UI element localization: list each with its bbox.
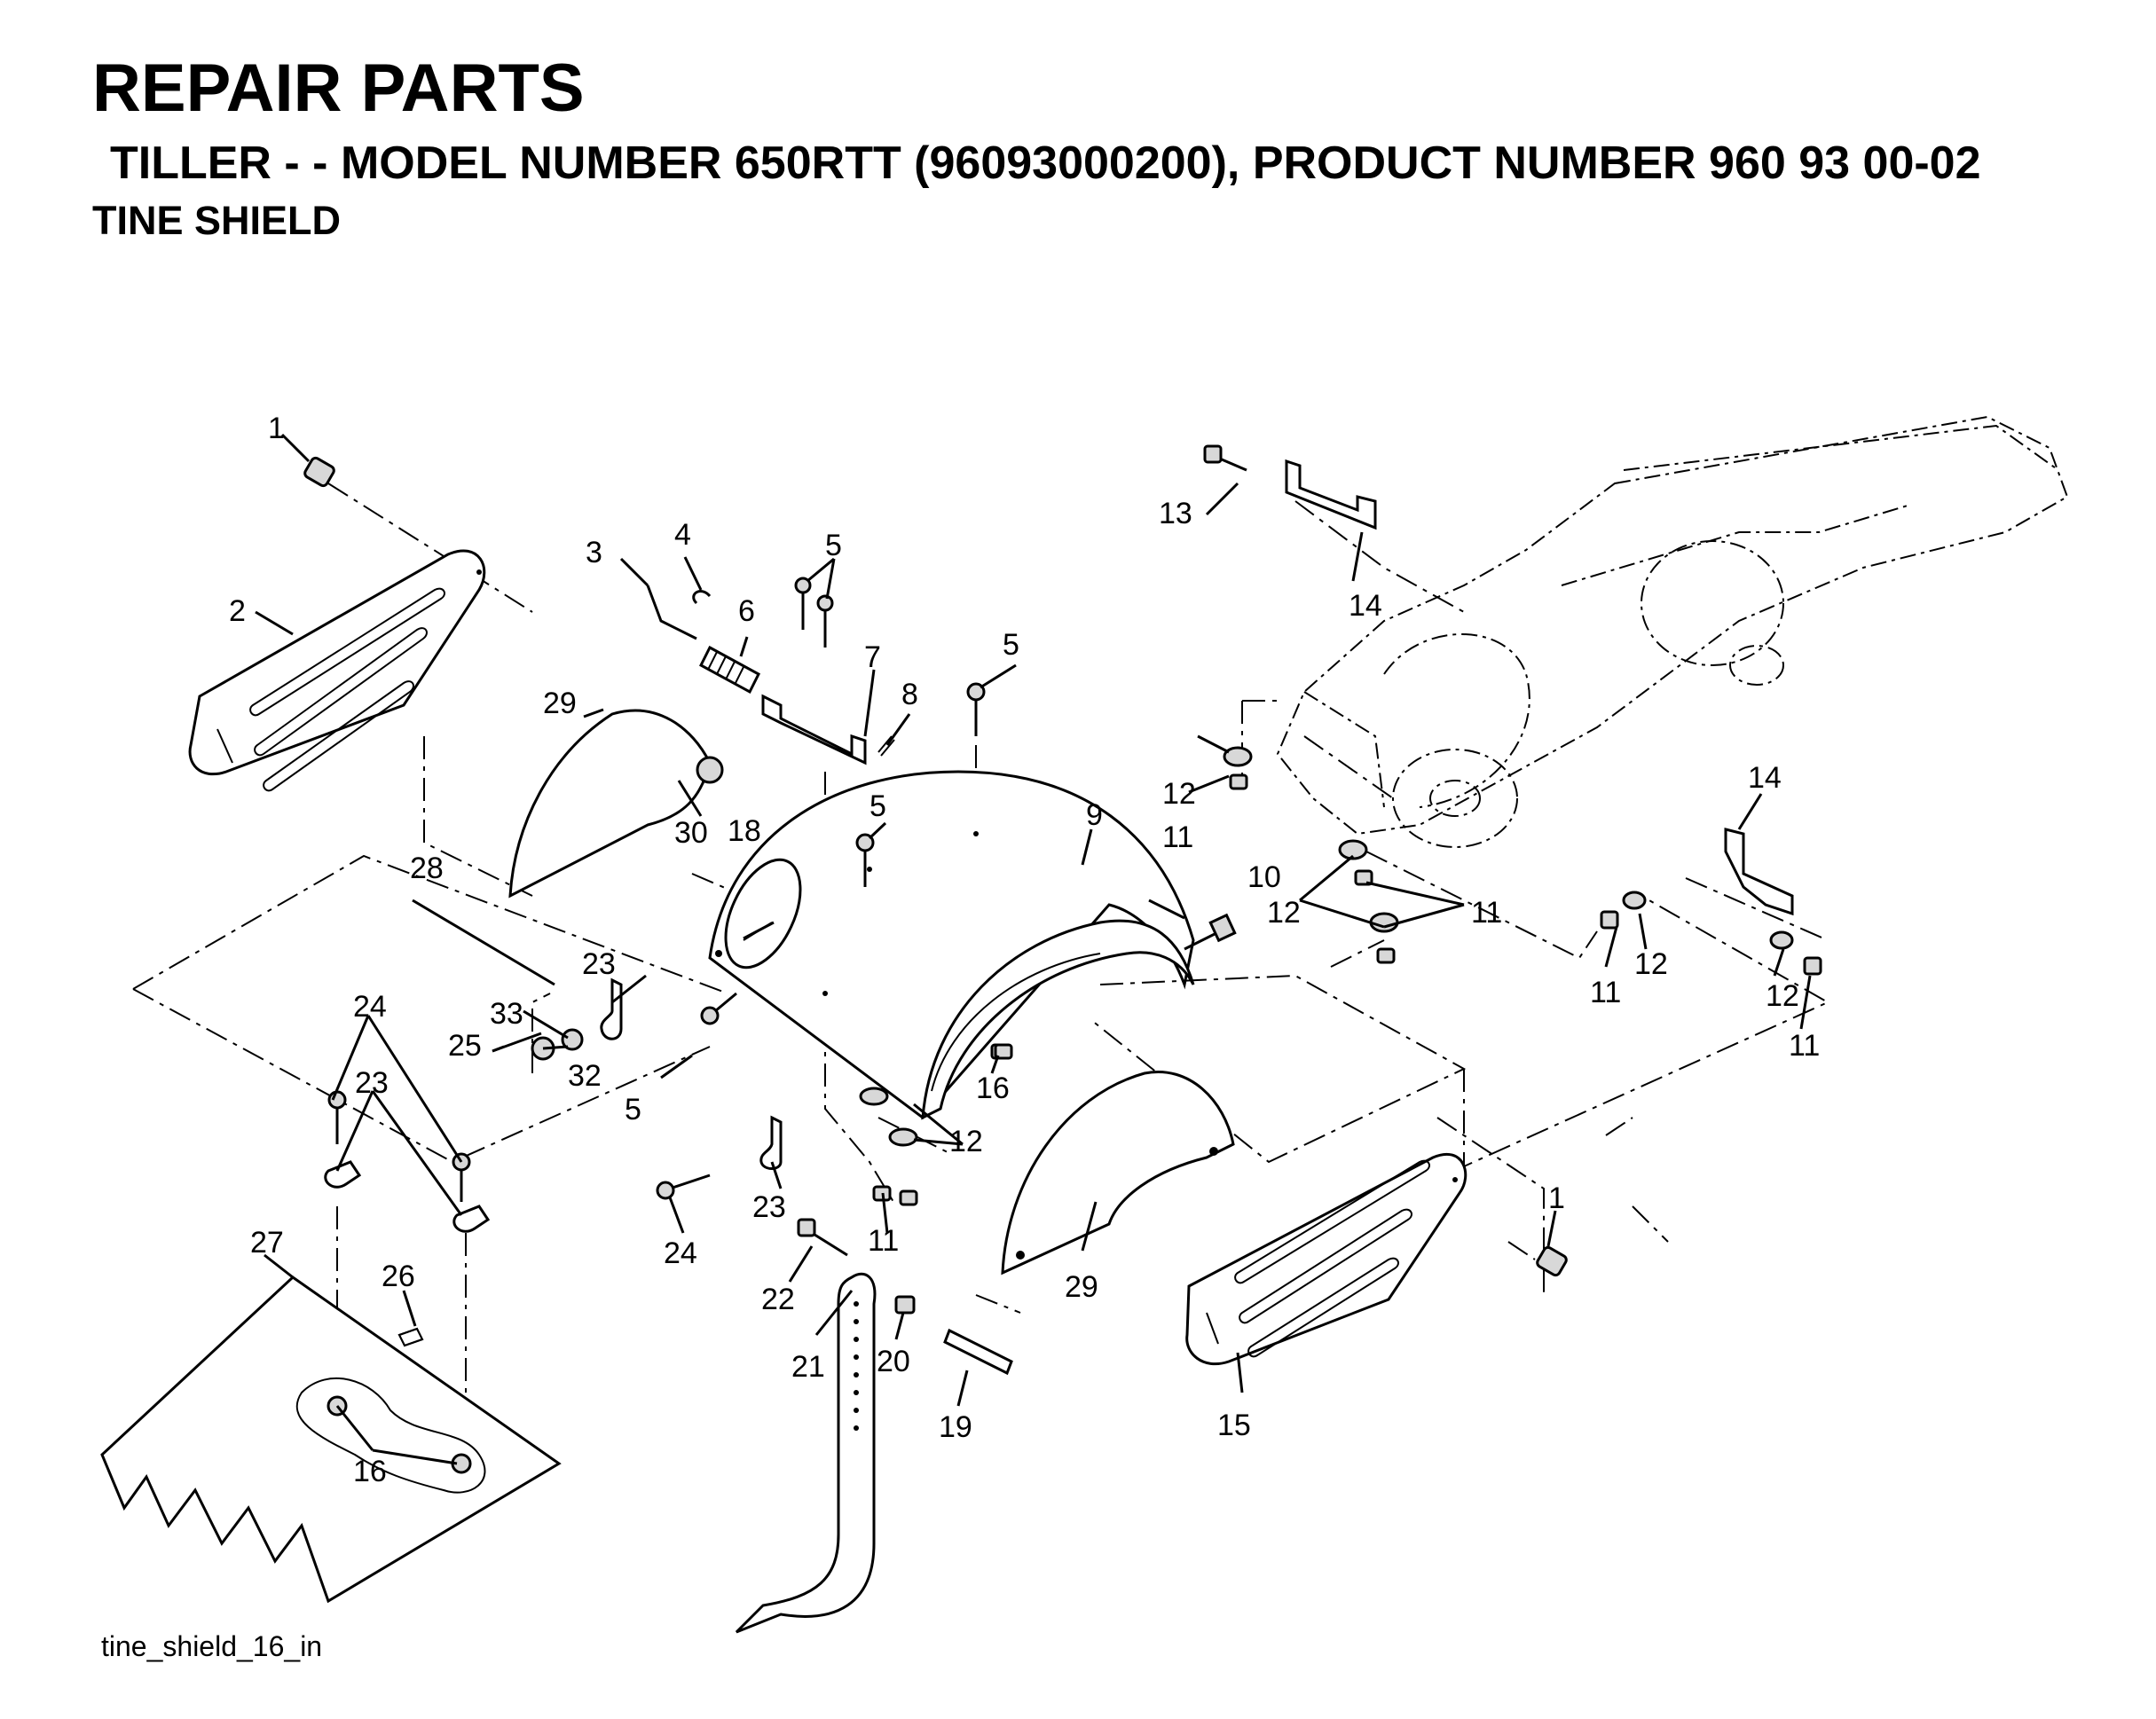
callout-5: 5 xyxy=(1003,628,1019,662)
callout-23: 23 xyxy=(355,1066,389,1100)
model-subtitle: TILLER - - MODEL NUMBER 650RTT (96093000… xyxy=(110,137,1981,189)
page-title: REPAIR PARTS xyxy=(92,51,585,126)
callout-20: 20 xyxy=(877,1345,910,1378)
callout-14: 14 xyxy=(1349,589,1382,623)
callout-11: 11 xyxy=(1590,976,1621,1009)
callout-9: 9 xyxy=(1086,798,1103,832)
callout-5: 5 xyxy=(625,1093,641,1126)
callout-10: 10 xyxy=(1247,860,1281,894)
depth-stake xyxy=(735,1272,877,1634)
section-title: TINE SHIELD xyxy=(92,198,342,243)
side-plate-right xyxy=(1185,1152,1467,1366)
callout-11: 11 xyxy=(1789,1029,1820,1063)
leader-lines xyxy=(255,433,1812,1465)
callout-11: 11 xyxy=(1162,820,1193,854)
tiller-frame-phantom xyxy=(1276,415,2069,848)
callout-24: 24 xyxy=(353,990,387,1024)
callout-21: 21 xyxy=(791,1350,825,1384)
callout-15: 15 xyxy=(1217,1409,1251,1442)
callout-14: 14 xyxy=(1748,761,1782,795)
callout-12: 12 xyxy=(1766,979,1799,1013)
callout-12: 12 xyxy=(1267,896,1301,930)
callout-12: 12 xyxy=(1162,777,1196,811)
callout-29: 29 xyxy=(543,687,577,720)
callout-27: 27 xyxy=(250,1226,284,1260)
callout-7: 7 xyxy=(864,640,881,674)
callout-5: 5 xyxy=(825,529,842,562)
inner-shield-left xyxy=(508,709,724,899)
callout-13: 13 xyxy=(1159,497,1192,530)
tine-shield xyxy=(708,770,1195,1120)
callout-23: 23 xyxy=(582,947,616,981)
callout-26: 26 xyxy=(382,1260,415,1293)
callout-3: 3 xyxy=(586,536,602,569)
figure-filename: tine_shield_16_in xyxy=(101,1630,323,1662)
callout-18: 18 xyxy=(728,814,761,848)
drag-bar-shield xyxy=(100,1276,562,1604)
callout-12: 12 xyxy=(1634,947,1668,981)
callout-16: 16 xyxy=(353,1455,387,1488)
callout-1: 1 xyxy=(268,412,285,445)
callout-11: 11 xyxy=(1471,896,1502,930)
callout-28: 28 xyxy=(410,852,444,885)
callout-2: 2 xyxy=(229,594,246,628)
side-plate-left xyxy=(188,549,486,792)
callout-33: 33 xyxy=(490,997,523,1031)
callout-19: 19 xyxy=(939,1410,972,1444)
callout-29: 29 xyxy=(1065,1270,1098,1304)
callout-4: 4 xyxy=(674,518,691,552)
hardware xyxy=(303,444,1822,1376)
callout-22: 22 xyxy=(761,1283,795,1316)
callout-16: 16 xyxy=(976,1071,1010,1105)
inner-shield-right xyxy=(1001,1071,1235,1276)
callout-24: 24 xyxy=(664,1236,697,1270)
callout-8: 8 xyxy=(901,678,918,711)
callout-23: 23 xyxy=(752,1190,786,1224)
callout-32: 32 xyxy=(568,1059,602,1093)
callout-1: 1 xyxy=(1548,1181,1565,1215)
callout-11: 11 xyxy=(868,1224,899,1258)
callout-5: 5 xyxy=(869,789,886,823)
callout-6: 6 xyxy=(738,594,755,628)
callout-12: 12 xyxy=(949,1125,983,1158)
callout-30: 30 xyxy=(674,816,708,850)
callout-25: 25 xyxy=(448,1029,482,1063)
callout-numbers: 1 2 3 4 5 6 7 8 5 9 29 30 18 5 28 23 33 … xyxy=(229,412,1820,1488)
